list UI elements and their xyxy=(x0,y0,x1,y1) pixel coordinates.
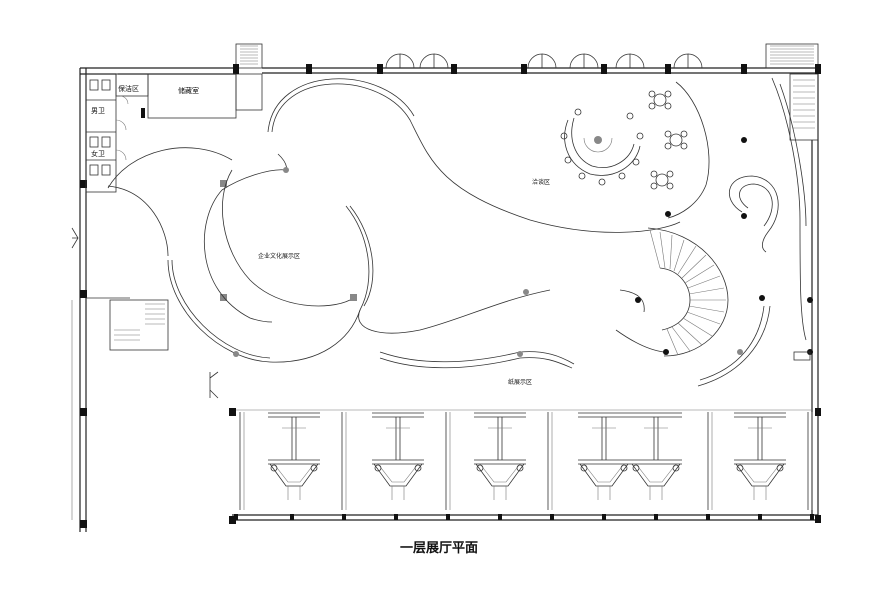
booth-modules xyxy=(234,412,814,520)
storage-room-label: 储藏室 xyxy=(178,86,199,95)
stair-top-right xyxy=(765,43,819,141)
negotiation-furniture xyxy=(560,90,688,190)
stair-top-left xyxy=(235,43,263,111)
culture-area-label: 企业文化展示区 xyxy=(258,252,300,260)
paper-area-label: 纸展示区 xyxy=(508,378,532,386)
negotiation-area-label: 洽谈区 xyxy=(532,178,550,186)
cleaning-area-label: 保洁区 xyxy=(118,84,139,93)
spiral-stair xyxy=(647,227,729,357)
feature-dots xyxy=(233,137,813,361)
curved-partitions xyxy=(107,77,807,387)
columns xyxy=(80,64,821,528)
toilet-block xyxy=(85,73,237,193)
male-wc-label: 男卫 xyxy=(91,107,105,115)
top-doors xyxy=(385,53,703,69)
plan-caption: 一层展厅平面 xyxy=(400,541,478,556)
female-wc-label: 女卫 xyxy=(91,149,105,158)
left-side-elements xyxy=(71,227,219,520)
